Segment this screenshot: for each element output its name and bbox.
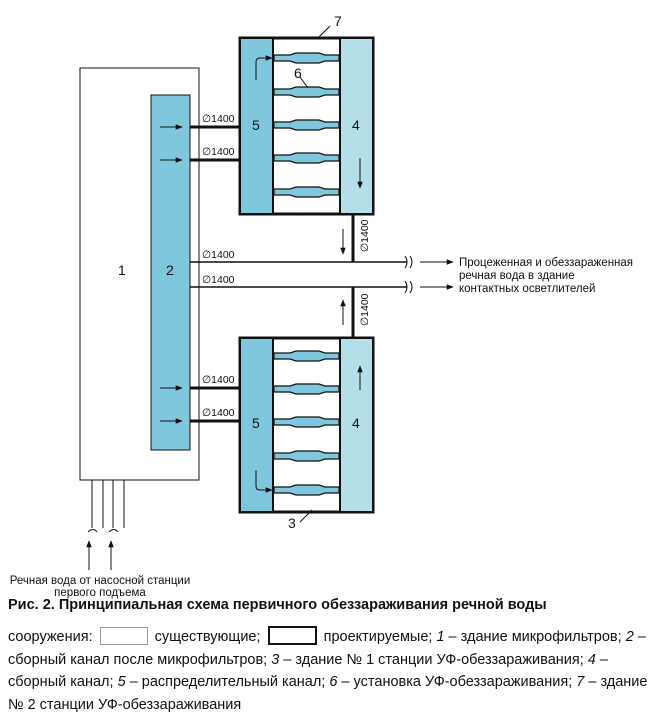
uv-unit [273,350,340,362]
label-4-bottom: 4 [352,415,360,431]
svg-text:речная вода в здание: речная вода в здание [459,270,575,282]
legend-num: 5 [117,674,126,690]
svg-text:первого подъема: первого подъема [54,587,146,599]
figure-caption: Рис. 2. Принципиальная схема первичного … [8,597,547,613]
legend-num: 6 [329,674,338,690]
pipe-label: ∅1400 [202,274,235,286]
label-4-top: 4 [352,117,360,133]
pipe-label: ∅1400 [202,146,235,158]
uv-units-bottom [273,350,340,496]
uv-unit [273,450,340,462]
legend-num: 1 [436,629,445,645]
pipe-label: ∅1400 [202,113,235,125]
legend-num: 4 [587,651,596,668]
inlet-text: Речная вода от насосной станции первого … [10,575,191,599]
uv-unit [273,416,340,428]
uv-unit [273,152,340,164]
label-6: 6 [294,65,302,81]
legend-item: – установка УФ-обеззараживания; [337,674,577,690]
pipe-label: ∅1400 [202,374,235,386]
label-2: 2 [166,262,174,278]
uv-units-top [273,52,340,198]
uv-unit [273,383,340,395]
legend-item: – сборный канал; [8,651,608,691]
distribution-channel-5-top [239,37,274,215]
legend-existing: существующие; [154,629,261,645]
legend-item: – распределительный канал; [125,674,330,690]
pipes [87,125,413,533]
legend: сооружения: существующие; проектируемые;… [8,626,658,716]
collector-channel-4-top [339,37,374,215]
uv-unit [273,484,340,496]
legend-item: – сборный канал после микрофильтров; [8,629,646,668]
label-7: 7 [334,13,342,29]
uv-unit [273,86,340,98]
scheme-diagram: 1 2 5 4 5 4 6 7 3 ∅1400 ∅1400 ∅1400 ∅140… [10,13,633,599]
legend-item: – здание микрофильтров; [444,629,626,645]
legend-item: – здание № 1 станции УФ-обеззараживания; [279,651,588,668]
legend-prefix: сооружения: [8,629,93,645]
pipe-label: ∅1400 [359,293,371,326]
label-1: 1 [118,262,126,278]
uv-unit [273,52,340,64]
outlet-text: Процеженная и обеззараженная речная вода… [459,257,633,295]
existing-box-icon [99,627,148,645]
label-5-bottom: 5 [252,415,260,431]
legend-num: 2 [625,629,634,645]
svg-text:контактных осветлителей: контактных осветлителей [459,283,595,295]
svg-text:Речная вода от насосной станци: Речная вода от насосной станции [10,575,191,587]
collector-channel-2 [150,94,191,451]
planned-box-icon [267,626,317,645]
pipe-label: ∅1400 [202,249,235,261]
pipe-diameter-labels: ∅1400 ∅1400 ∅1400 ∅1400 ∅1400 ∅1400 ∅140… [202,113,371,419]
svg-text:Процеженная и обеззараженная: Процеженная и обеззараженная [459,257,633,269]
uv-unit [273,186,340,198]
collector-channel-4-bottom [339,337,374,513]
uv-unit [273,119,340,131]
legend-item: – здание № 2 станции УФ-обеззараживания [8,674,648,713]
pipe-label: ∅1400 [359,219,371,252]
flow-arrows [86,25,454,570]
legend-num: 3 [271,651,280,668]
legend-num: 7 [576,674,585,690]
label-3: 3 [288,515,296,531]
pipe-label: ∅1400 [202,407,235,419]
legend-planned: проектируемые; [323,629,433,645]
label-5-top: 5 [252,117,260,133]
